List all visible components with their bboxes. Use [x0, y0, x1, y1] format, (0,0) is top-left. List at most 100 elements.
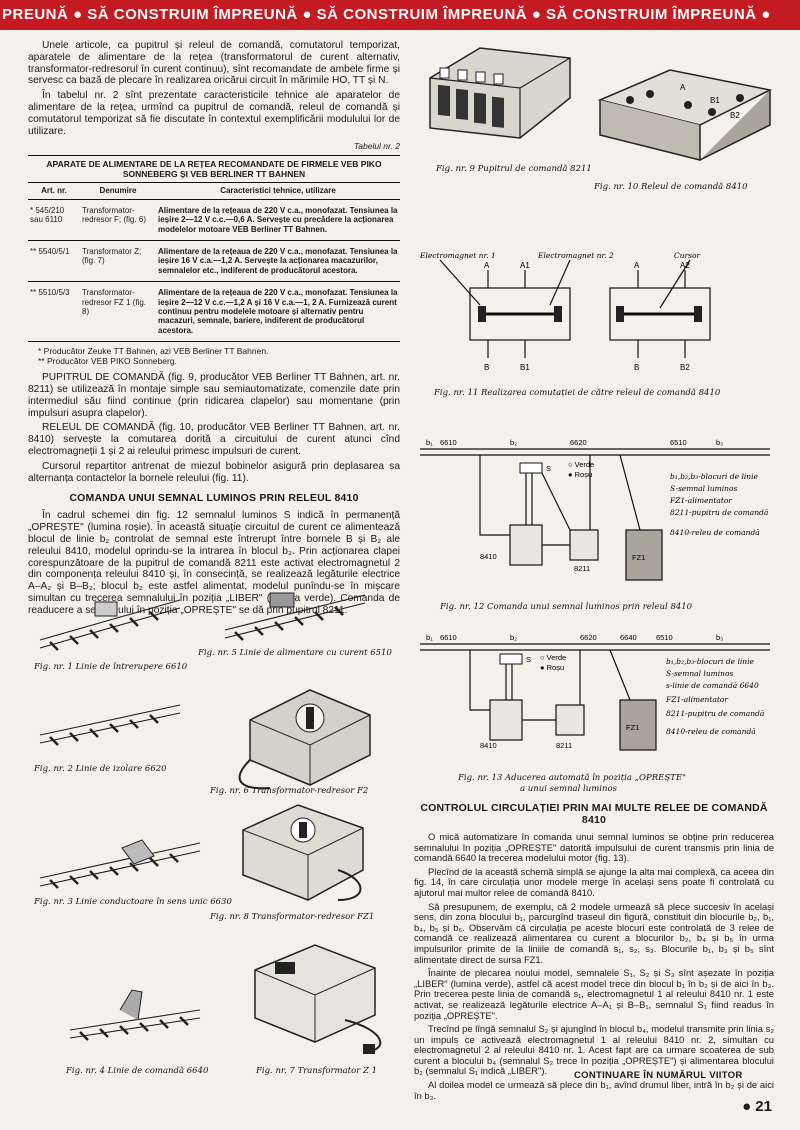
right-column-text: CONTROLUL CIRCULAȚIEI PRIN MAI MULTE REL…: [414, 798, 774, 1104]
panel-code: 8211: [556, 741, 572, 750]
terminal-label: A1: [520, 261, 530, 270]
left-column: Unele articole, ca pupitrul și releul de…: [28, 40, 400, 620]
table-header: Art. nr.: [28, 182, 80, 200]
track-code: 6620: [570, 438, 587, 447]
signal-box: [499, 653, 523, 665]
diagram-legend: 8211-pupitru de comandă: [666, 709, 764, 718]
terminal-label: A: [484, 261, 490, 270]
figure-caption: Fig. nr. 3 Linie conductoare în sens uni…: [34, 897, 232, 907]
table-header: Denumire: [80, 182, 156, 200]
intro-paragraph-1: Unele articole, ca pupitrul și releul de…: [28, 40, 400, 87]
diagram-legend: b₁,b₂,b₃-blocuri de linie: [666, 657, 754, 666]
command-track-image: [69, 989, 201, 1041]
signal-legend: ● Roșu: [540, 663, 564, 672]
track-block: b₁: [426, 438, 433, 447]
table-cell-desc: Alimentare de la rețeaua de 220 V c.a., …: [156, 240, 400, 283]
power-feed-track-image: [224, 592, 366, 641]
transformer-fz1-image: [242, 804, 364, 901]
footnote-1: * Producător Zeuke TT Bahnen, azi VEB Be…: [38, 346, 269, 357]
supply-code: FZ1: [626, 723, 639, 732]
track-block: b₂: [510, 438, 517, 447]
table-cell-name: Transformator-redresor FZ 1 (fig. 8): [80, 281, 156, 343]
signal-legend: ○ Verde: [568, 460, 594, 469]
diagram-label: Electromagnet nr. 2: [537, 251, 614, 260]
table-cell-art: ** 5540/5/1: [28, 240, 80, 283]
signal-legend: ○ Verde: [540, 653, 566, 662]
supply-code: FZ1: [632, 553, 645, 562]
terminal-label: B: [484, 363, 489, 372]
track-block: b₂: [510, 633, 517, 642]
one-way-track-image: [39, 839, 201, 889]
figure-caption: Fig. nr. 1 Linie de întrerupere 6610: [34, 662, 188, 672]
track-code: 6510: [670, 438, 687, 447]
diagram-legend: 8410-releu de comandă: [666, 727, 756, 736]
section-paragraph: Trecînd pe lîngă semnalul S₂ și ajungînd…: [414, 1023, 774, 1077]
interruption-track-image: [39, 599, 181, 651]
body-paragraph: PUPITRUL DE COMANDĂ (fig. 9, producător …: [28, 372, 400, 419]
relay-photo: A B1 B2: [597, 69, 773, 161]
section-paragraph: Plecînd de la această schemă simplă se a…: [414, 865, 774, 898]
transformer-f2-image: [238, 689, 371, 790]
table-row: ** 5510/5/3 Transformator-redresor FZ 1 …: [28, 281, 400, 343]
table-cell-name: Transformator-redresor F; (fig. 6): [80, 199, 156, 242]
relay-code: 8410: [480, 552, 497, 561]
track-block: b₁: [426, 633, 433, 642]
table-cell-desc: Alimentare de la rețeaua de 220 V c.a., …: [156, 281, 400, 343]
transformer-z1-image: [254, 944, 382, 1054]
intro-paragraph-2: În tabelul nr. 2 sînt prezentate caracte…: [28, 90, 400, 137]
track-code: 6620: [580, 633, 597, 642]
diagram-legend: S-semnal luminos: [670, 484, 738, 493]
diagram-legend: FZ1-alimentator: [669, 496, 732, 505]
figure-caption: Fig. nr. 6 Transformator-redresor F2: [210, 786, 369, 796]
track-code: 6510: [656, 633, 673, 642]
diagram-legend: 8211-pupitru de comandă: [670, 508, 768, 517]
terminal-label: B1: [520, 363, 530, 372]
table-cell-art: ** 5510/5/3: [28, 281, 80, 343]
terminal-label: B2: [680, 363, 690, 372]
table-title: APARATE DE ALIMENTARE DE LA REȚEA RECOMA…: [28, 155, 400, 179]
body-paragraph: RELEUL DE COMANDĂ (fig. 10, producător V…: [28, 422, 400, 458]
figure-caption: Fig. nr. 9 Pupitrul de comandă 8211: [436, 164, 592, 174]
body-paragraph: Cursorul repartitor antrenat de miezul b…: [28, 460, 400, 484]
diagram-legend: b₁,b₂,b₃-blocuri de linie: [670, 472, 758, 481]
table-header-row: Art. nr. Denumire Caracteristici tehnice…: [28, 182, 400, 200]
footnote-2: ** Producător VEB PIKO Sonneberg.: [38, 356, 177, 367]
diagram-legend: 8410-releu de comandă: [670, 528, 760, 537]
diagram-legend: S-semnal luminos: [666, 669, 734, 678]
figure-caption: Fig. nr. 12 Comanda unui semnal luminos …: [440, 602, 693, 612]
control-panel-photo: [429, 47, 571, 139]
terminal-label: A: [634, 261, 640, 270]
section-paragraph: În cadrul schemei din fig. 12 semnalul l…: [28, 510, 400, 616]
power-supply-table: Art. nr. Denumire Caracteristici tehnice…: [28, 182, 400, 343]
relay-label: B1: [710, 96, 720, 105]
diagram-label: Cursor: [674, 251, 701, 260]
banner-text: PREUNĂ ● SĂ CONSTRUIM ÎMPREUNĂ ● SĂ CONS…: [2, 6, 771, 23]
diagram-legend: FZ1-alimentator: [665, 695, 728, 704]
table-reference: Tabelul nr. 2: [353, 141, 400, 152]
signal-code: S: [546, 464, 551, 473]
figure-caption: Fig. nr. 8 Transformator-redresor FZ1: [210, 912, 375, 922]
table-cell-art: * 545/210 sau 6110: [28, 199, 80, 242]
terminal-label: B: [634, 363, 639, 372]
section-heading: COMANDA UNUI SEMNAL LUMINOS PRIN RELEUL …: [69, 492, 359, 505]
automatic-signal-diagram: 6610 6620 6640 6510 b₁ b₂ b₃ S ○ Verde ●…: [420, 633, 770, 751]
track-code: 6610: [440, 633, 457, 642]
section-paragraph: Înainte de plecarea noului model, semnal…: [414, 967, 774, 1021]
figure-caption: Fig. nr. 4 Linie de comandă 6640: [66, 1066, 209, 1076]
section-paragraph: Al doilea model ce urmează să plece din …: [414, 1079, 774, 1101]
relay-code: 8410: [480, 741, 497, 750]
relay-label: A: [680, 83, 686, 92]
table-cell-desc: Alimentare de la rețeaua de 220 V c.a., …: [156, 199, 400, 242]
diagram-label: Electromagnet nr. 1: [420, 251, 496, 260]
signal-box: [519, 462, 543, 474]
figure-caption: Fig. nr. 10 Releul de comandă 8410: [594, 182, 748, 192]
table-cell-name: Transformator Z; (fig. 7): [80, 240, 156, 283]
figure-caption: Fig. nr. 7 Transformator Z 1: [256, 1066, 377, 1076]
table-row: ** 5540/5/1 Transformator Z; (fig. 7) Al…: [28, 240, 400, 283]
figure-caption: Fig. nr. 13 Aducerea automată în poziția…: [458, 773, 686, 783]
continue-note: CONTINUARE ÎN NUMĂRUL VIITOR: [574, 1070, 743, 1081]
figure-caption: Fig. nr. 2 Linie de izolare 6620: [34, 764, 167, 774]
section-paragraph: Să presupunem, de exemplu, că 2 modele u…: [414, 900, 774, 965]
table-header: Caracteristici tehnice, utilizare: [156, 182, 400, 200]
relay-switching-diagram: Electromagnet nr. 1 Electromagnet nr. 2 …: [420, 251, 711, 372]
